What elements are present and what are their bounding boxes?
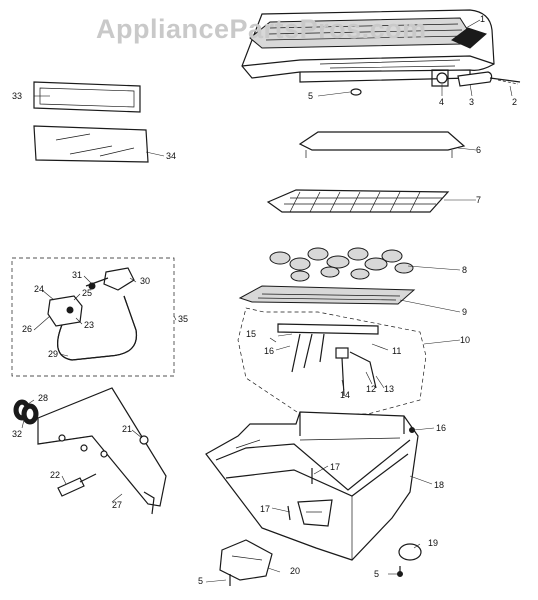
callout-label: 14 [340, 390, 351, 400]
callout-label: 20 [290, 566, 301, 576]
callout-label: 34 [166, 151, 177, 161]
callout-label: 5 [374, 569, 380, 579]
part-19-clip [398, 543, 422, 561]
callout-label: 29 [48, 349, 59, 359]
callout-label: 7 [476, 195, 482, 205]
callout-label: 2 [512, 97, 518, 107]
callout-label: 11 [392, 346, 402, 356]
callout-label: 31 [72, 270, 83, 280]
part-9-rock-grate [238, 285, 416, 305]
callout-label: 13 [384, 384, 395, 394]
callout-label: 17 [260, 504, 271, 514]
callout-label: 32 [12, 429, 23, 439]
part-34-window-glass [33, 125, 149, 163]
callout-label: 5 [198, 576, 204, 586]
callout-label: 33 [12, 91, 23, 101]
part-6-warming-rack [298, 131, 466, 158]
callout-label: 3 [469, 97, 475, 107]
callout-label: 12 [366, 384, 377, 394]
callout-label: 21 [122, 424, 133, 434]
callout-label: 9 [462, 307, 468, 317]
callout-label: 6 [476, 145, 482, 155]
part-33-window-frame [33, 81, 141, 113]
callout-label: 8 [462, 265, 468, 275]
callout-label: 19 [428, 538, 439, 548]
part-2-3-4-hardware [350, 69, 521, 96]
part-7-cooking-grate [266, 189, 450, 213]
part-10-burner-assembly [237, 307, 427, 415]
part-18-firebox [205, 411, 419, 561]
callout-label: 1 [480, 14, 486, 24]
part-8-lava-rocks [269, 247, 414, 282]
callout-label: 27 [112, 500, 123, 510]
callout-label: 24 [34, 284, 45, 294]
part-20-mounting-plate [219, 539, 403, 586]
callout-label: 15 [246, 329, 257, 339]
callout-label: 35 [178, 314, 189, 324]
callout-label: 22 [50, 470, 61, 480]
callout-label: 10 [460, 335, 471, 345]
callout-label: 5 [308, 91, 314, 101]
watermark-text: AppliancePartsPros.com [96, 14, 427, 44]
callout-label: 23 [84, 320, 95, 330]
part-28-32-knobs [13, 399, 39, 425]
callout-label: 28 [38, 393, 49, 403]
part-1-lid [241, 9, 495, 83]
part-27-control-panel [37, 387, 167, 515]
callout-label: 18 [434, 480, 445, 490]
callout-label: 25 [82, 288, 93, 298]
callout-label: 30 [140, 276, 151, 286]
callout-label: 16 [436, 423, 447, 433]
part-35-hose-regulator [11, 257, 175, 377]
callout-label: 4 [439, 97, 445, 107]
callout-label: 17 [330, 462, 341, 472]
leader-lines [21, 19, 513, 583]
callout-label: 16 [264, 346, 275, 356]
callout-label: 26 [22, 324, 33, 334]
